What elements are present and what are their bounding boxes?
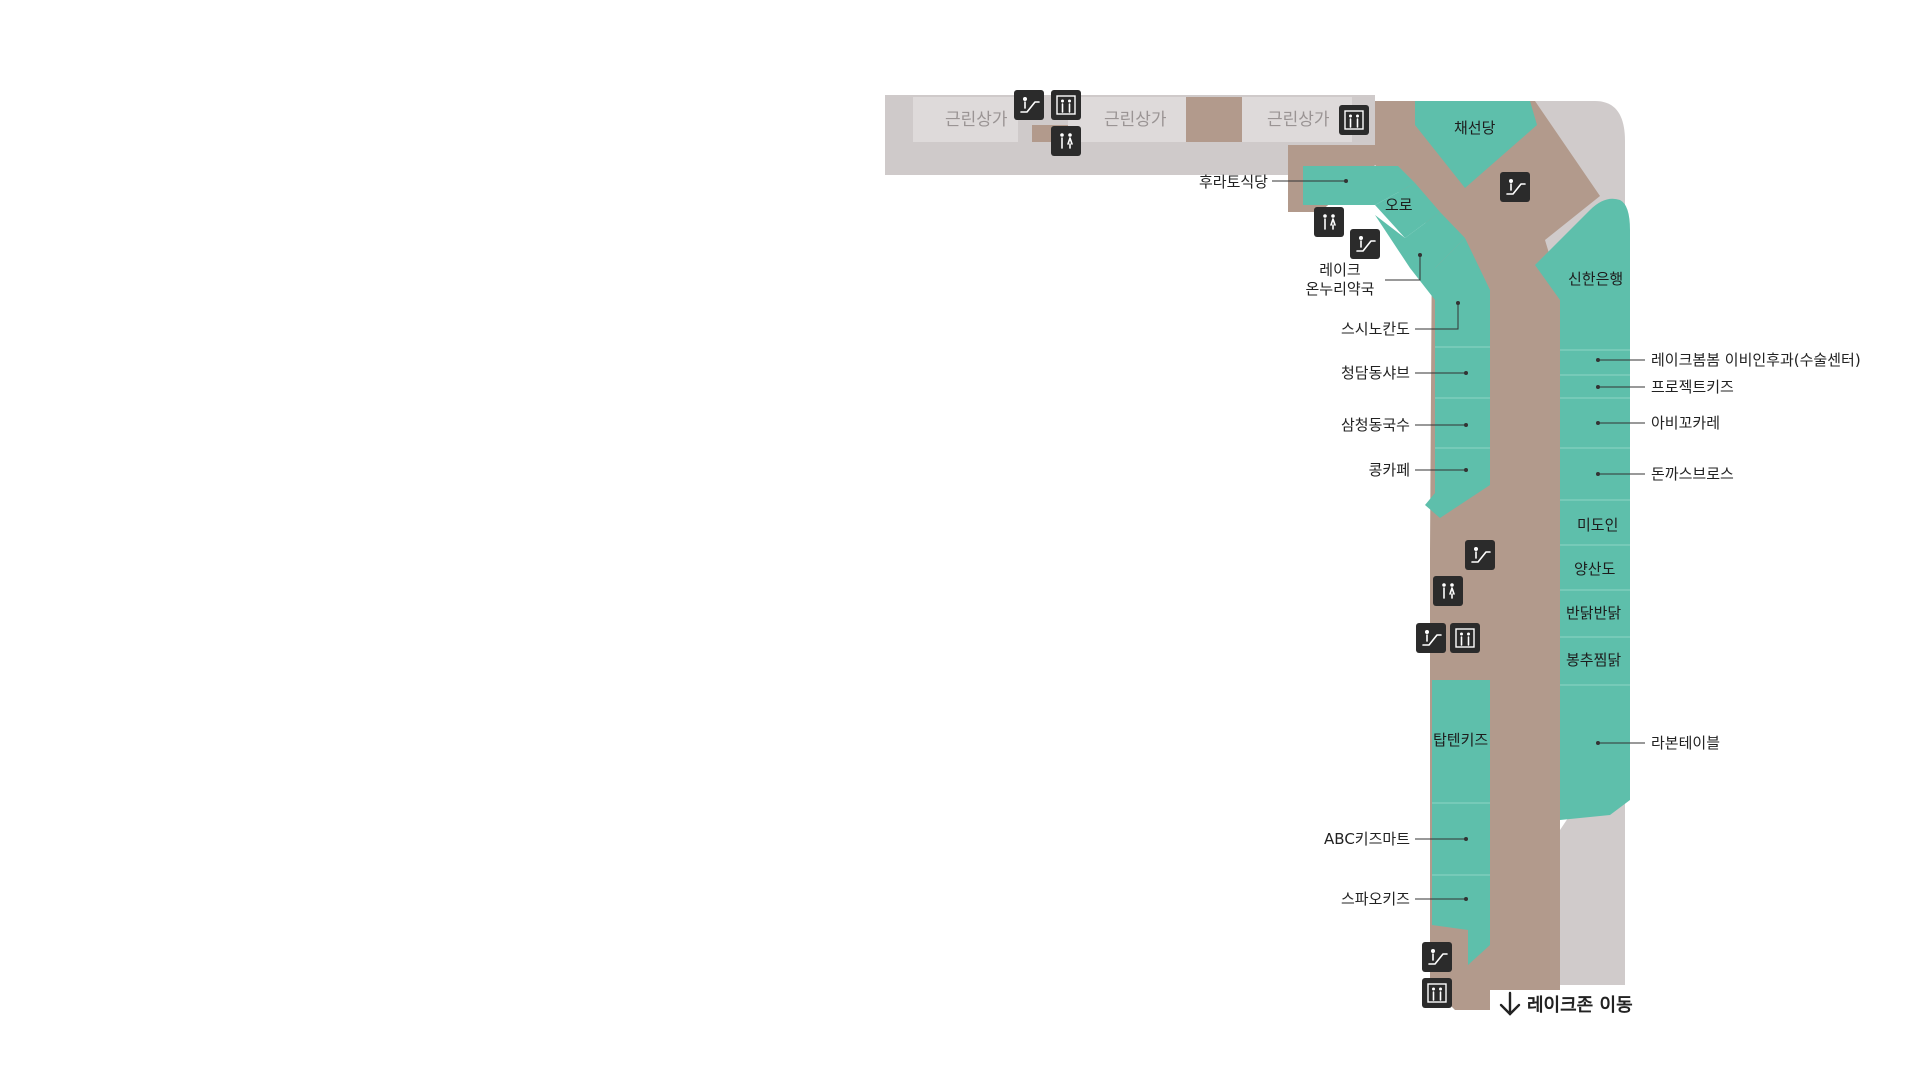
store-suishi[interactable] [1410, 238, 1490, 518]
exit-label: 레이크존 이동 [1527, 995, 1633, 1016]
escalator-icon[interactable] [1013, 89, 1045, 121]
label-tapten: 탑텐키즈 [1433, 731, 1488, 749]
store-hurato[interactable] [1303, 166, 1415, 205]
label-chaeseondang: 채선당 [1454, 119, 1496, 137]
arrow-down-icon [1499, 991, 1521, 1016]
restroom-icon[interactable] [1432, 575, 1464, 607]
gray-cell-3 [1242, 97, 1352, 142]
callout-kong: 콩카페 [1369, 461, 1410, 479]
stores [1303, 101, 1630, 965]
callout-abc: ABC키즈마트 [1324, 830, 1410, 848]
escalator-icon[interactable] [1421, 941, 1453, 973]
exit-link[interactable]: 레이크존 이동 [1499, 991, 1633, 1016]
escalator-icon[interactable] [1415, 622, 1447, 654]
callout-rabon: 라본테이블 [1651, 734, 1720, 752]
label-yangsando: 양산도 [1574, 560, 1616, 578]
elevator-icon[interactable] [1050, 89, 1082, 121]
store-dividers [1432, 346, 1630, 876]
callout-suishi: 스시노칸도 [1341, 320, 1410, 338]
callout-lake-pharmacy-2: 온누리약국 [1305, 280, 1374, 298]
elevator-icon[interactable] [1338, 104, 1370, 136]
callout-hurato: 후라토식당 [1199, 173, 1268, 191]
store-shinhan[interactable] [1535, 198, 1630, 350]
store-chaeseondang[interactable] [1415, 101, 1537, 188]
store-lake-pharmacy[interactable] [1375, 212, 1465, 268]
escalator-icon[interactable] [1464, 539, 1496, 571]
store-oro[interactable] [1375, 183, 1440, 238]
store-tapten[interactable] [1432, 680, 1490, 965]
store-rabon[interactable] [1560, 685, 1630, 820]
corridor [1032, 97, 1600, 1010]
callout-abico: 아비꼬카레 [1651, 414, 1720, 432]
label-bandak: 반닭반닭 [1566, 604, 1621, 622]
gray-label-2: 근린상가 [1104, 110, 1167, 130]
label-shinhan: 신한은행 [1568, 270, 1623, 288]
escalator-icon[interactable] [1349, 228, 1381, 260]
gray-cell-2 [1068, 97, 1186, 142]
callout-donkatsu: 돈까스브로스 [1651, 465, 1734, 483]
elevator-icon[interactable] [1421, 977, 1453, 1009]
gray-label-1: 근린상가 [945, 110, 1008, 130]
callout-cheongdam: 청담동샤브 [1341, 364, 1410, 382]
restroom-icon[interactable] [1050, 125, 1082, 157]
label-midoin: 미도인 [1577, 516, 1618, 534]
elevator-icon[interactable] [1449, 622, 1481, 654]
label-bongchu: 봉추찜닭 [1566, 651, 1621, 669]
corridor-connector-top [1186, 97, 1242, 142]
label-oro: 오로 [1385, 196, 1413, 214]
callout-lakebom: 레이크봄봄 이비인후과(수술센터) [1651, 351, 1861, 369]
escalator-icon[interactable] [1499, 171, 1531, 203]
callout-samcheong: 삼청동국수 [1341, 416, 1410, 434]
gray-label-3: 근린상가 [1267, 110, 1330, 130]
callout-spao: 스파오키즈 [1341, 890, 1410, 908]
main-corridor [1288, 101, 1600, 1010]
gray-cell-1 [913, 97, 1018, 142]
callout-project: 프로젝트키즈 [1651, 378, 1734, 396]
callout-lake-pharmacy-1: 레이크 [1319, 261, 1360, 279]
restroom-icon[interactable] [1313, 206, 1345, 238]
leaders [1272, 179, 1645, 901]
store-right-column[interactable] [1560, 350, 1630, 685]
